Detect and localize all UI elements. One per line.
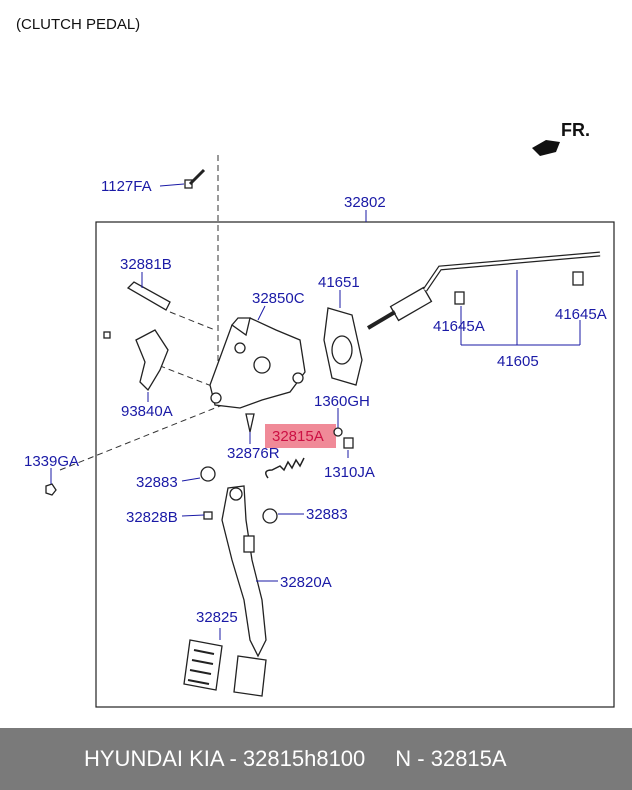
label-32883-top: 32883	[136, 474, 178, 491]
label-41645A-right: 41645A	[555, 306, 607, 323]
gasket-41651	[323, 307, 363, 386]
label-32815A: 32815A	[272, 428, 324, 445]
footer-reference: N - 32815A	[395, 746, 507, 771]
label-1360GH: 1360GH	[314, 393, 370, 410]
spring-32876R	[265, 457, 305, 479]
bracket-32850C	[209, 317, 306, 409]
diagram-title: (CLUTCH PEDAL)	[16, 16, 141, 33]
clip-41645A-right	[572, 271, 584, 286]
highlight-32815A	[265, 424, 336, 448]
nut-1310JA	[343, 437, 354, 449]
footer-bar: HYUNDAI KIA - 32815h8100 N - 32815A	[0, 728, 632, 790]
label-93840A: 93840A	[121, 403, 173, 420]
clip-41645A-left	[454, 291, 465, 305]
nut-1339GA	[45, 483, 57, 496]
label-41605: 41605	[497, 353, 539, 370]
label-32881B: 32881B	[120, 256, 172, 273]
front-arrow-icon	[532, 140, 560, 156]
label-32820A: 32820A	[280, 574, 332, 591]
clutch-pedal-diagram: 32802 1127FA 32881B 32850C 41651	[24, 140, 615, 708]
pin-32881B	[126, 281, 171, 311]
bolt-32828B	[203, 511, 213, 520]
label-41645A-left: 41645A	[433, 318, 485, 335]
label-32883-right: 32883	[306, 506, 348, 523]
label-1339GA: 1339GA	[24, 453, 79, 470]
pedal-arm-32820A	[221, 485, 267, 658]
bushing-32883-top	[200, 466, 216, 482]
label-32825: 32825	[196, 609, 238, 626]
label-1310JA: 1310JA	[324, 464, 375, 481]
label-41651: 41651	[318, 274, 360, 291]
label-32828B: 32828B	[126, 509, 178, 526]
assembly-frame	[95, 221, 615, 708]
footer-part-number: HYUNDAI KIA - 32815h8100	[84, 746, 366, 771]
label-32802: 32802	[344, 194, 386, 211]
label-32876R: 32876R	[227, 445, 280, 462]
pedal-pad-32825	[183, 639, 267, 697]
label-1127FA: 1127FA	[101, 178, 152, 195]
bushing-32815A	[333, 427, 343, 437]
label-32850C: 32850C	[252, 290, 305, 307]
stopper-32876R	[245, 413, 255, 433]
switch-93840A	[103, 329, 169, 392]
front-direction-label: FR.	[561, 120, 590, 140]
bushing-32883-right	[262, 508, 278, 524]
bolt-1127FA	[184, 168, 206, 189]
clutch-master-cylinder-41605	[366, 251, 601, 330]
